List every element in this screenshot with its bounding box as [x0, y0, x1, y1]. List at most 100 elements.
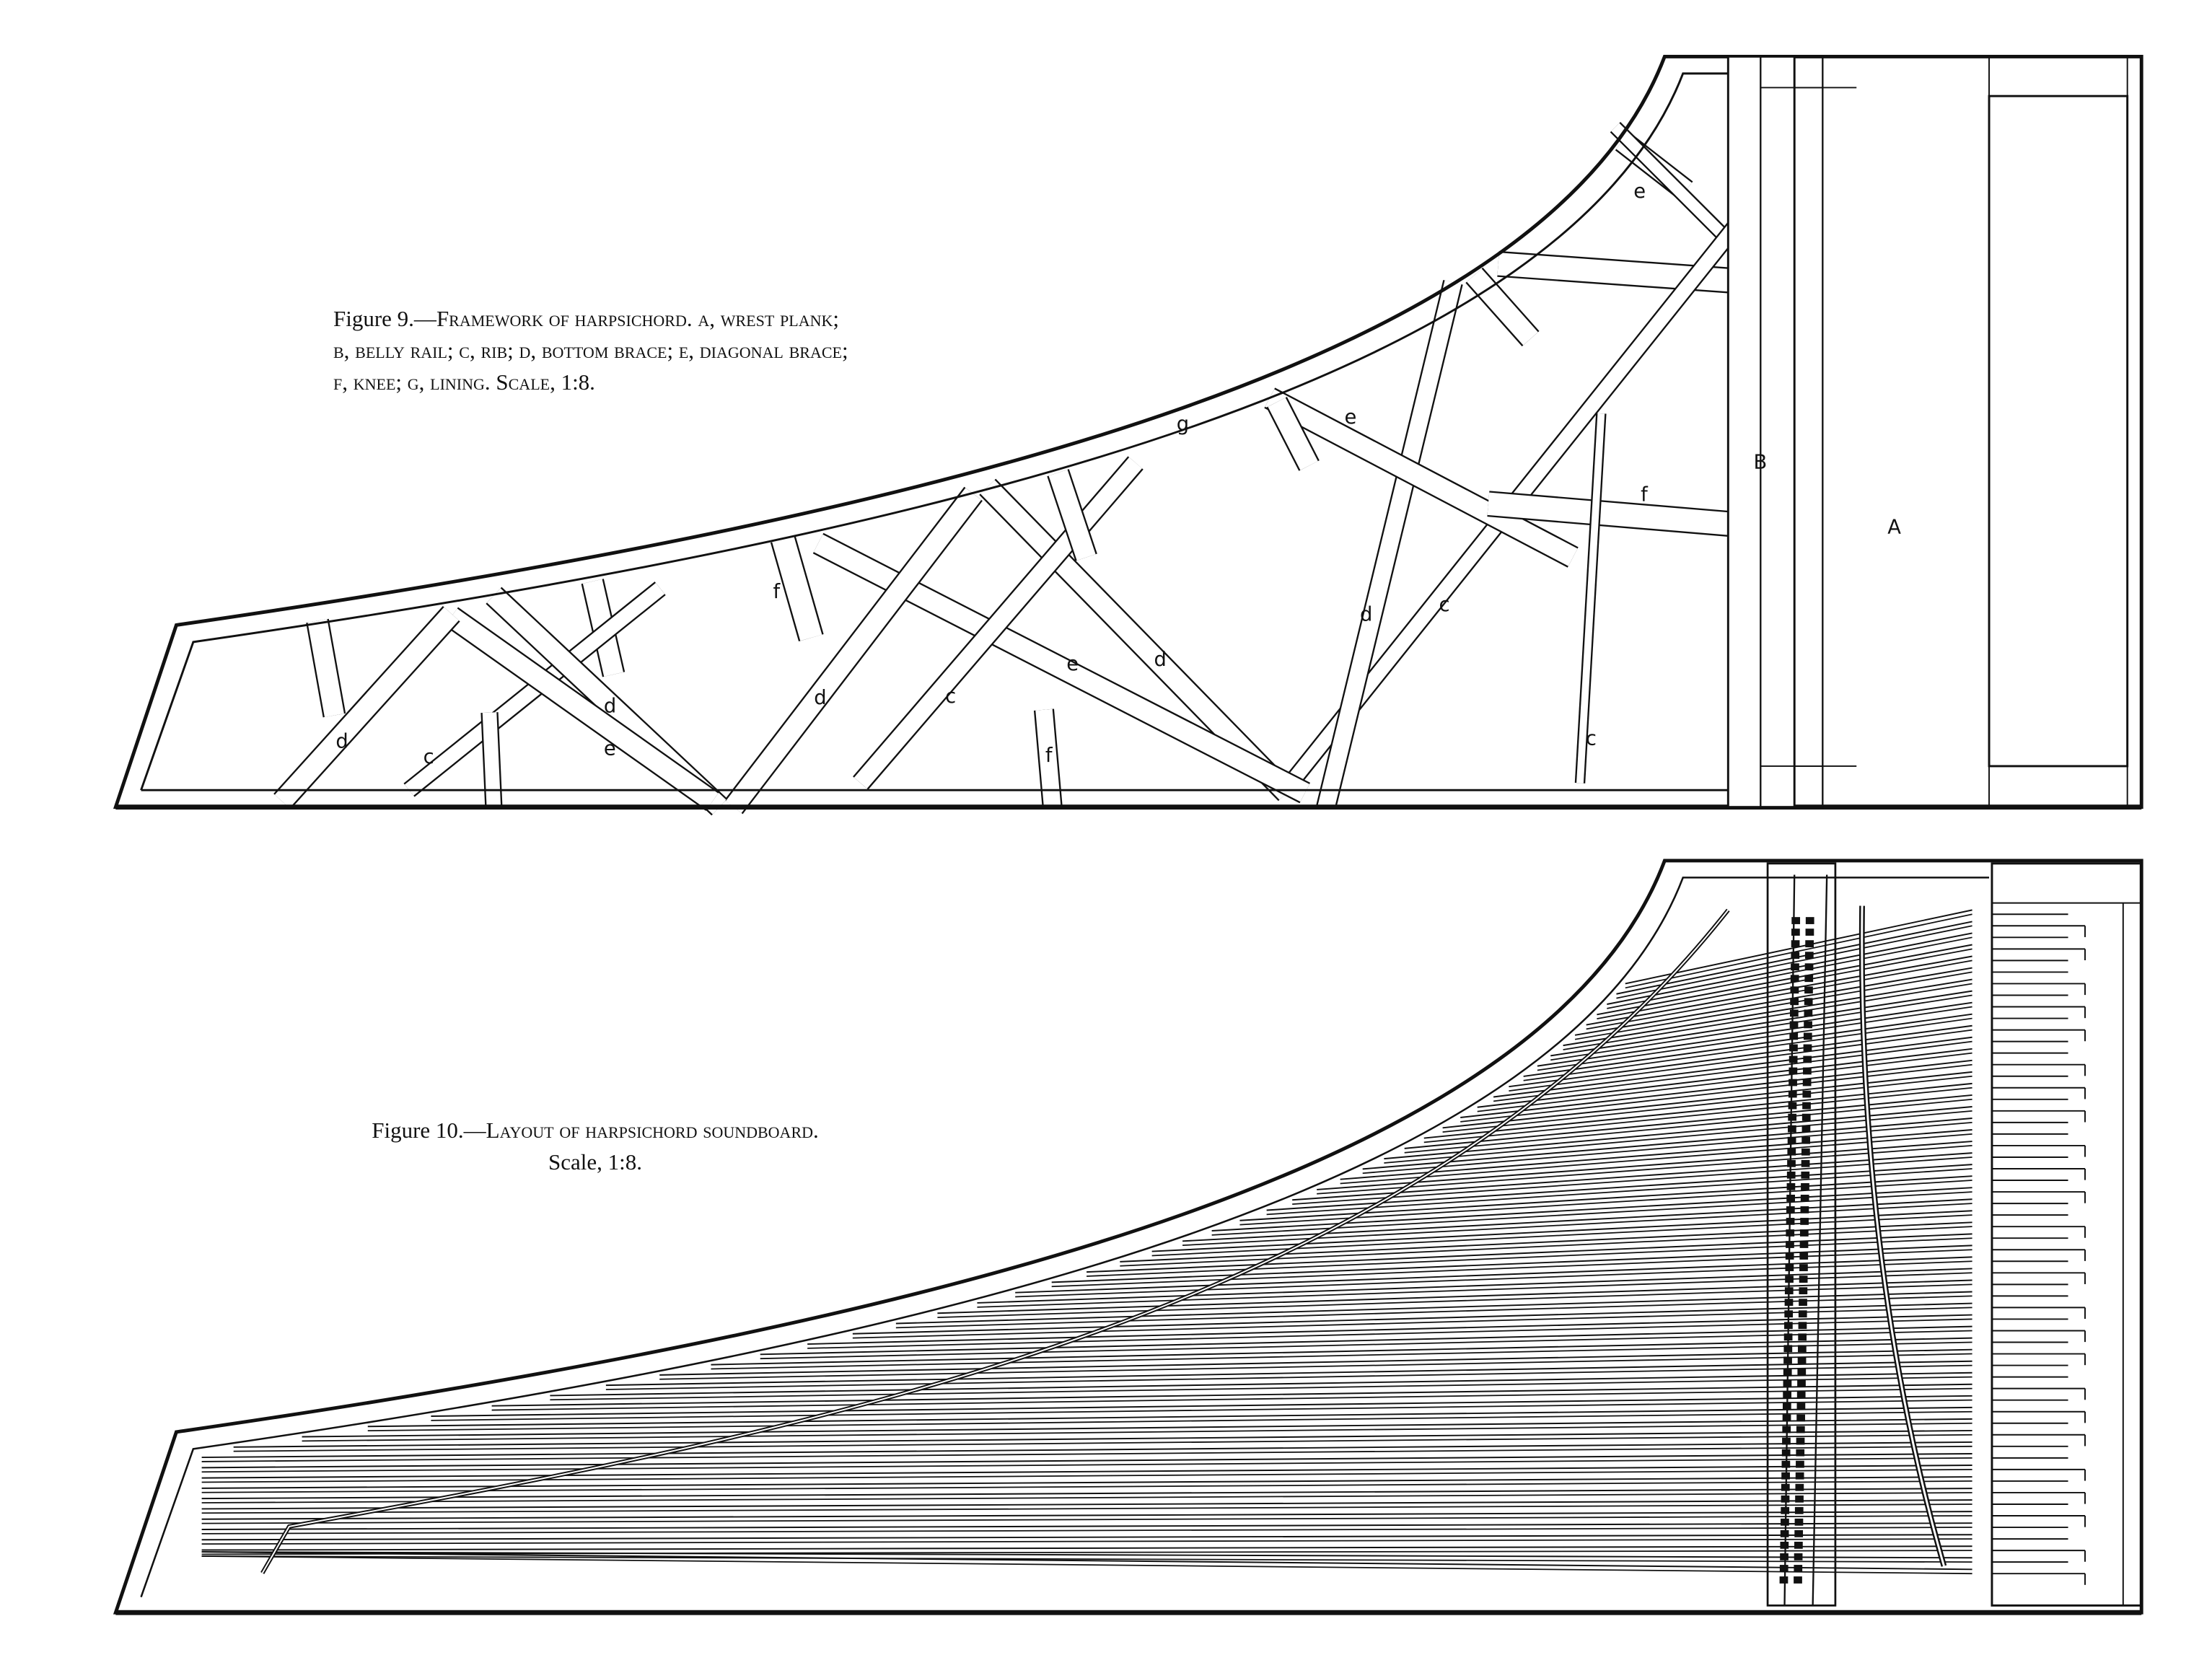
jack-slot-34-b: [1798, 1310, 1807, 1318]
string-23-b: [1239, 1180, 1972, 1226]
jack-slot-41-b: [1796, 1391, 1806, 1399]
string-38-b: [659, 1353, 1972, 1380]
jack-slot-46-a: [1781, 1449, 1791, 1457]
jack-slot-24-b: [1800, 1194, 1809, 1202]
jack-slot-21-b: [1801, 1159, 1810, 1167]
jack-slot-48-b: [1795, 1472, 1804, 1480]
string-7-a: [1550, 990, 1972, 1057]
jack-slot-55-a: [1780, 1553, 1789, 1560]
jack-slot-33-b: [1799, 1299, 1807, 1307]
string-30-a: [1015, 1256, 1972, 1294]
string-53-b: [201, 1527, 1972, 1535]
jack-slot-5-b: [1804, 975, 1814, 983]
jack-slot-25-a: [1786, 1206, 1795, 1213]
jack-slot-14-b: [1802, 1079, 1812, 1086]
string-3-b: [1597, 948, 1972, 1020]
jack-slot-42-a: [1782, 1402, 1791, 1410]
string-10-a: [1509, 1024, 1972, 1088]
string-1-b: [1616, 925, 1972, 999]
brace-7-fill: [1268, 398, 1318, 470]
string-44-b: [302, 1422, 1972, 1442]
string-32-a: [937, 1279, 1972, 1314]
jack-slot-29-a: [1785, 1252, 1794, 1260]
string-12-a: [1477, 1048, 1972, 1108]
jack-slot-45-a: [1782, 1437, 1791, 1445]
jack-slot-56-b: [1794, 1565, 1803, 1572]
case-outline: [113, 54, 2143, 809]
jack-slot-53-a: [1780, 1529, 1789, 1537]
jack-slot-22-b: [1801, 1171, 1810, 1179]
part-label-c: c: [945, 685, 956, 708]
nut-rail-center: [1861, 905, 1945, 1567]
string-16-a: [1404, 1094, 1972, 1149]
string-49-b: [201, 1480, 1972, 1493]
jack-slot-17-a: [1788, 1113, 1797, 1121]
brace-5-fill: [1317, 280, 1462, 809]
jack-slot-33-a: [1784, 1299, 1794, 1307]
figure-9-caption-title: Framework of harpsichord.: [436, 306, 693, 331]
figure-10-soundboard-drawing: [113, 859, 2143, 1615]
string-22-b: [1266, 1168, 1972, 1216]
part-label-d: d: [335, 731, 348, 753]
jack-slot-27-b: [1799, 1229, 1809, 1237]
string-14-b: [1442, 1075, 1972, 1133]
string-42-a: [431, 1395, 1972, 1417]
bridge: [260, 908, 1730, 1574]
jack-slot-35-a: [1784, 1322, 1793, 1330]
string-39-b: [605, 1364, 1972, 1390]
soundboard-edge: [140, 877, 1990, 1598]
figure-9-caption: Figure 9.—Framework of harpsichord. a, w…: [333, 303, 997, 398]
jack-slot-27-a: [1786, 1229, 1795, 1237]
jack-slot-40-b: [1797, 1379, 1806, 1387]
string-28-a: [1087, 1233, 1972, 1273]
jack-slot-23-a: [1786, 1182, 1796, 1190]
jack-slot-26-a: [1786, 1218, 1795, 1225]
string-3-a: [1597, 944, 1972, 1016]
belly-rail: [1766, 862, 1837, 1607]
string-36-b: [760, 1330, 1972, 1360]
jack-slot-21-a: [1787, 1159, 1796, 1167]
brace-22-fill: [307, 619, 344, 717]
soundboard-case: [113, 859, 2143, 1615]
jack-slot-34-a: [1784, 1310, 1794, 1318]
brace-3-fill: [1467, 268, 1538, 346]
belly-rail-second: [1794, 56, 1824, 808]
string-20-b: [1317, 1145, 1972, 1195]
string-36-a: [760, 1325, 1972, 1356]
part-label-c: c: [423, 746, 434, 768]
string-14-a: [1442, 1071, 1972, 1129]
jack-slot-36-a: [1783, 1333, 1793, 1341]
string-38-a: [659, 1348, 1972, 1376]
string-50-a: [201, 1488, 1972, 1500]
figure-10-caption-lead: Figure 10.—: [372, 1118, 486, 1143]
string-35-a: [807, 1314, 1972, 1345]
jack-slot-47-a: [1781, 1460, 1791, 1468]
jack-slot-43-b: [1796, 1414, 1805, 1422]
string-4-b: [1586, 960, 1972, 1030]
string-27-b: [1120, 1226, 1972, 1267]
jack-slot-48-a: [1781, 1472, 1790, 1480]
string-2-b: [1607, 936, 1972, 1009]
brace-8-fill: [1487, 492, 1744, 537]
register-edges: [1783, 874, 1828, 1606]
string-35-b: [807, 1318, 1972, 1349]
string-13-a: [1460, 1059, 1972, 1118]
string-29-a: [1051, 1244, 1972, 1283]
jack-slot-19-b: [1801, 1136, 1811, 1144]
jack-slot-11-a: [1789, 1044, 1798, 1052]
jack-slot-2-b: [1805, 940, 1814, 948]
string-56-b: [201, 1555, 1972, 1563]
jack-slot-5-a: [1790, 975, 1799, 983]
part-label-d: d: [814, 687, 826, 709]
brace-10-fill: [980, 480, 1294, 800]
brace-19-fill: [445, 608, 719, 809]
string-16-b: [1404, 1098, 1972, 1154]
string-52-b: [201, 1515, 1972, 1524]
string-4-a: [1586, 955, 1972, 1026]
wrest-plank: [1991, 862, 2143, 1607]
string-21-a: [1292, 1152, 1972, 1201]
string-30-b: [1015, 1260, 1972, 1298]
jack-slot-28-b: [1799, 1241, 1809, 1248]
jack-slot-47-b: [1796, 1460, 1804, 1468]
